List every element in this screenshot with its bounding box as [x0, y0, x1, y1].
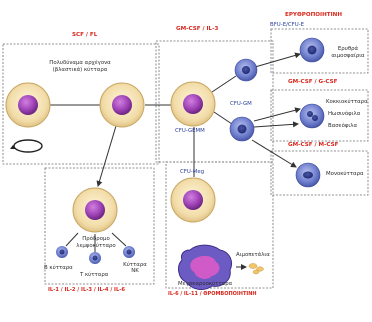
label-interleukins: IL-1 / IL-2 / IL-3 / IL-4 / IL-6 [48, 288, 125, 293]
label-gm-csf-il3: GM-CSF / IL-3 [176, 27, 218, 33]
erythrocyte-cell [300, 38, 324, 62]
stem-cell-1 [6, 83, 50, 127]
label-gm-csf-g-csf: GM-CSF / G-CSF [288, 80, 337, 86]
label-lymphoid-progenitor: Πρόδρομο λεμφοκύτταρο [68, 236, 124, 250]
line-stem-to-lymphoid [98, 126, 116, 186]
arrow-to-erythrocyte [255, 54, 300, 67]
label-stem-cells: Πολυδύναμα αρχέγονα (βλαστικά) κύτταρα [40, 60, 120, 74]
label-cfu-meg: CFU-Meg [180, 170, 204, 175]
line-gemm-to-cfugm [214, 112, 232, 124]
label-platelets: Αιμοπετάλια [236, 253, 270, 258]
nk-cell [123, 246, 135, 258]
label-b-cells: Β κύτταρα [44, 266, 73, 271]
label-il6-il11-tpo: IL-6 / IL-11 / ΘΡΟΜΒΟΠΟΙΗΤΙΝΗ [168, 292, 257, 297]
label-erythropoietin: ΕΡΥΘΡΟΠΟΙΗΤΙΝΗ [285, 13, 342, 19]
label-scf-fl: SCF / FL [72, 33, 97, 39]
label-cfu-gm: CFU-GM [230, 102, 252, 107]
granulocyte-cell [300, 104, 324, 128]
label-cfu-gemm: CFU-GEMM [175, 129, 205, 134]
label-bfu-cfu: BFU-E/CFU-E [270, 23, 304, 28]
cfu-meg-cell [171, 178, 215, 222]
label-t-cells: Τ κύτταρα [80, 273, 108, 278]
cfu-gemm-cell [171, 82, 215, 126]
self-renewal-arrow [10, 140, 42, 152]
arrow-to-granulocyte-2 [254, 124, 298, 127]
label-erythrocytes: Ερυθρά αιμοσφαίρια [330, 46, 366, 60]
label-monocytes: Μονοκύτταρα [326, 172, 364, 177]
label-gm-csf-m-csf: GM-CSF / M-CSF [288, 143, 338, 149]
monocyte-cell [296, 163, 320, 187]
bfu-e-cell [235, 59, 257, 81]
label-nk-cells: Κύτταρα ΝΚ [120, 262, 150, 274]
lymphoid-progenitor-cell [73, 188, 117, 232]
label-neutrophils: Ηωσινόφιλα [328, 112, 360, 117]
platelets-icon [249, 264, 264, 275]
line-gemm-to-bfu [212, 76, 236, 92]
label-megakaryocytes: Μεγακαρυοκύτταρα [178, 282, 232, 287]
label-basophils: Βασεόφιλα [328, 124, 357, 129]
arrow-to-granulocyte-1 [254, 109, 300, 121]
label-granulocytes: Κοκκιοκύτταρα [326, 100, 368, 105]
t-cell [89, 252, 101, 264]
cfu-gm-cell [230, 117, 254, 141]
stem-cell-2 [100, 83, 144, 127]
b-cell [56, 246, 68, 258]
